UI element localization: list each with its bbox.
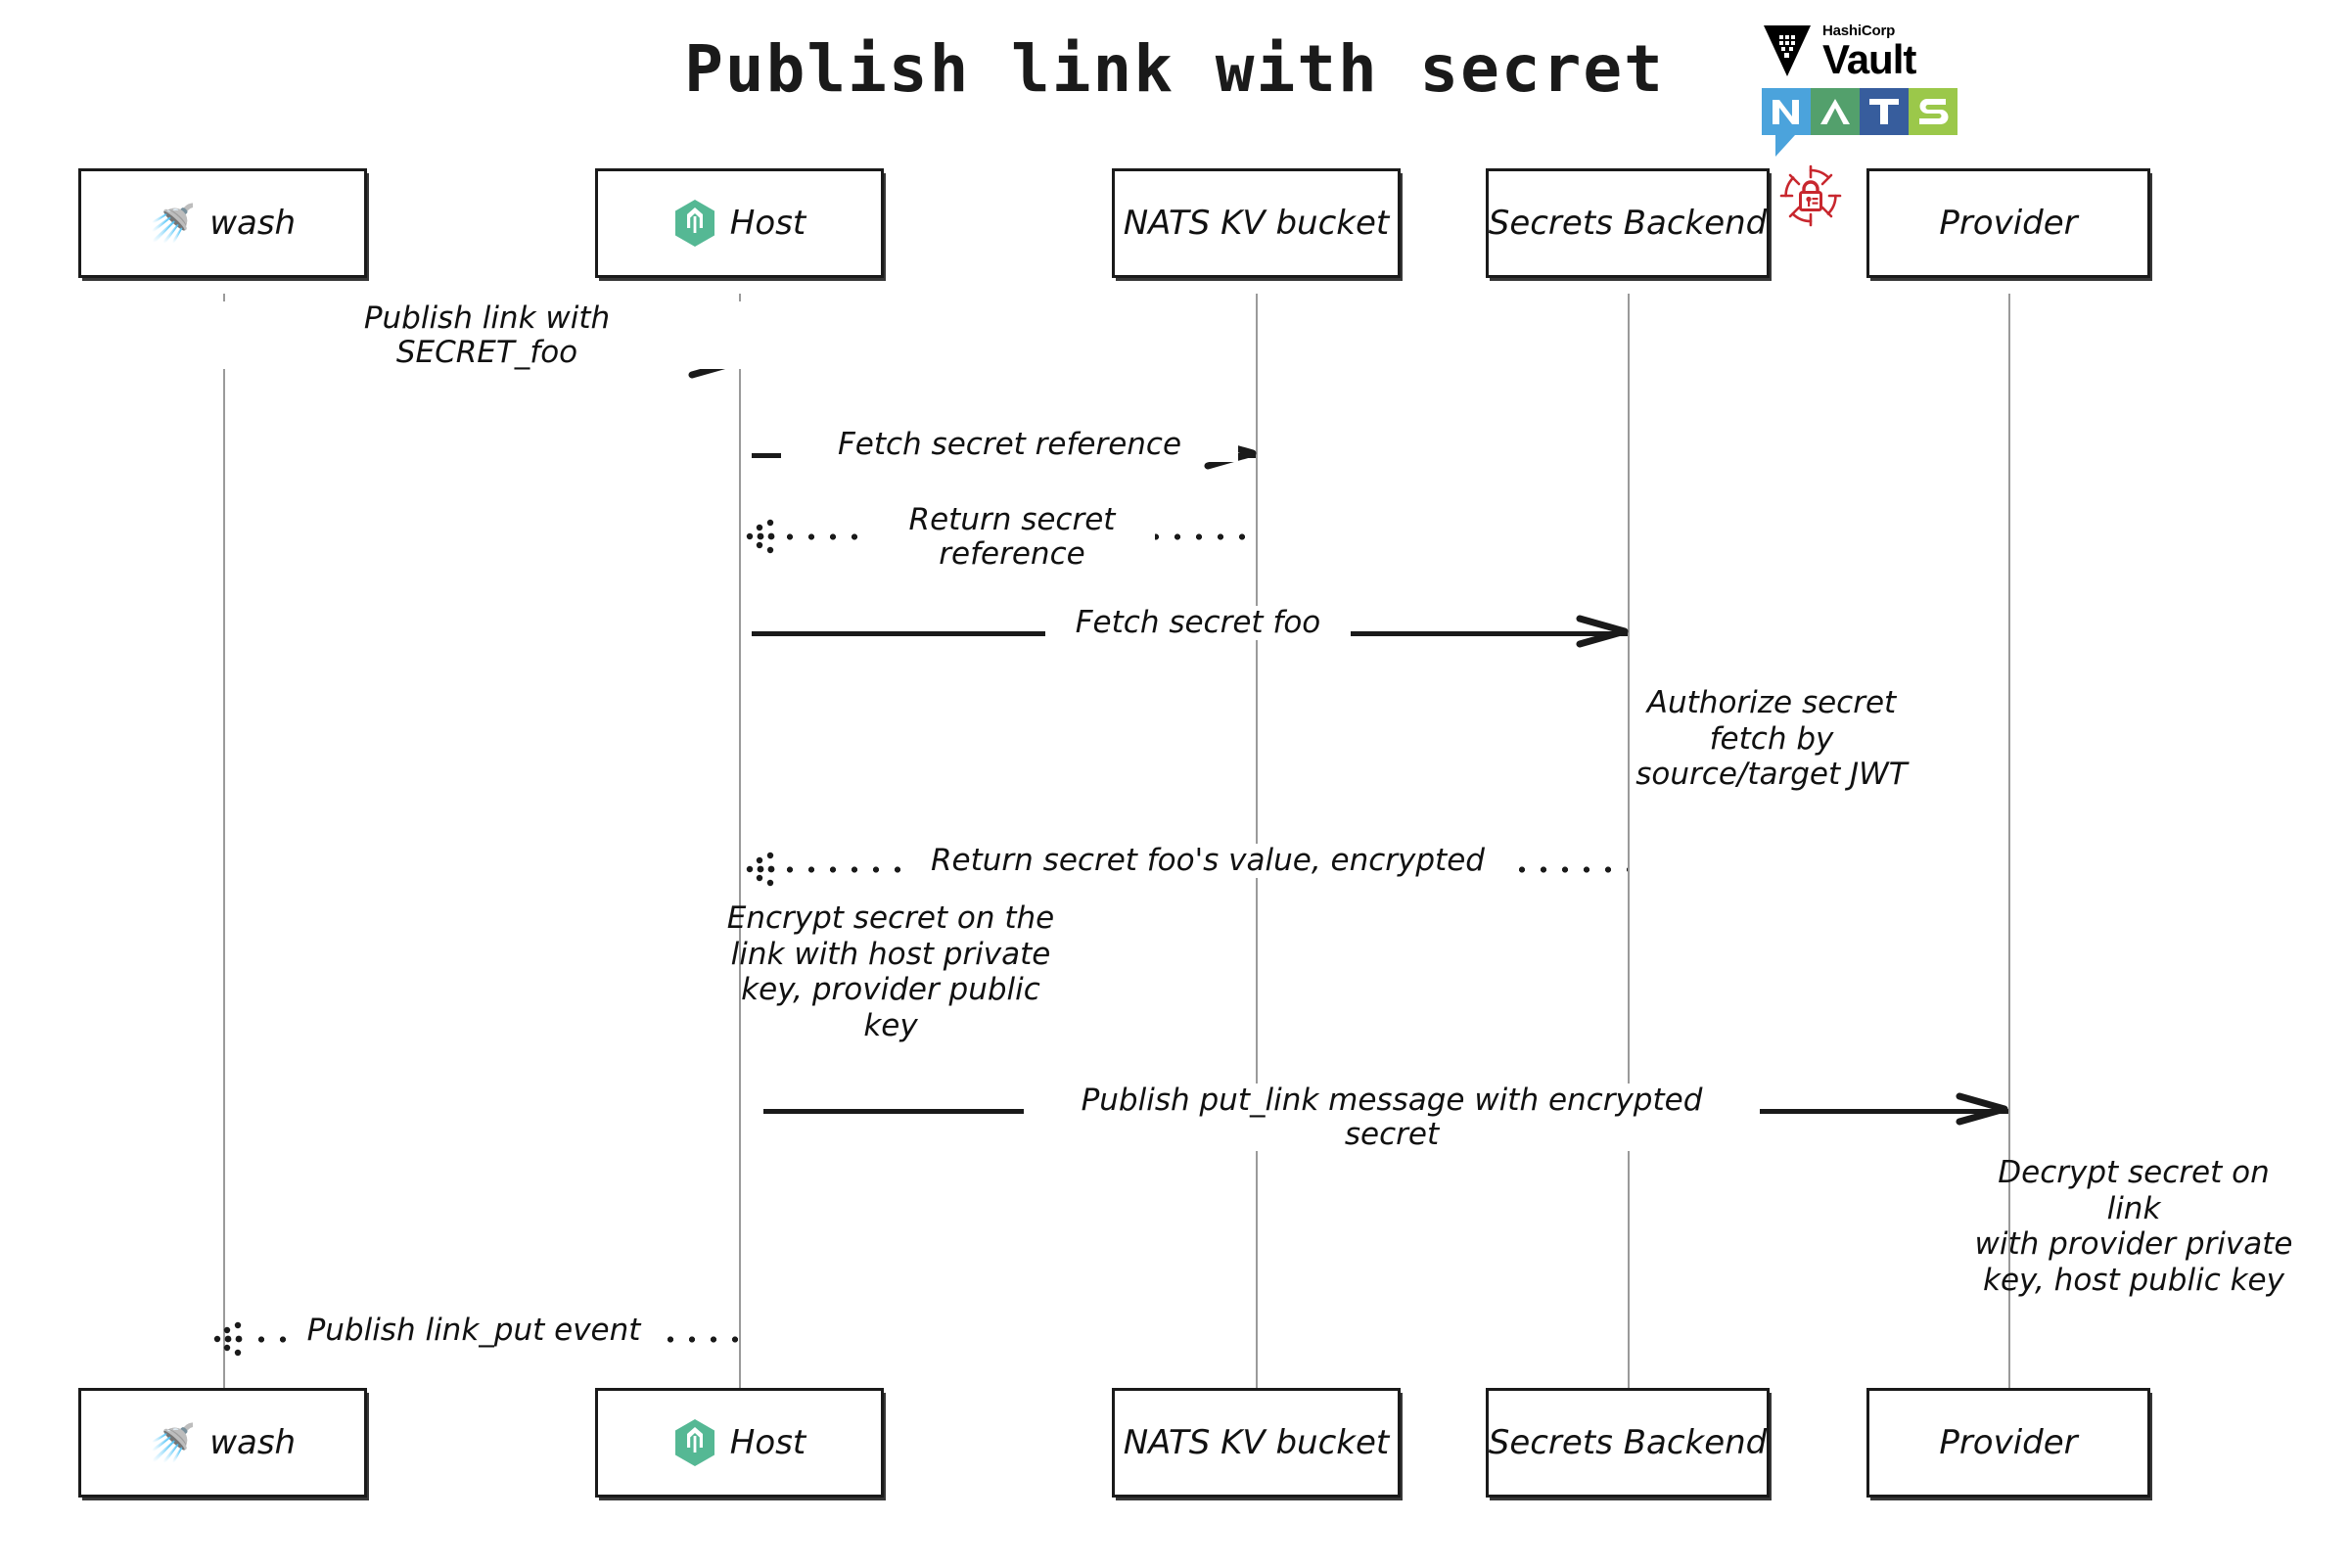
participant-label-host: Host <box>729 1423 806 1462</box>
message-label-publish-link-with-secret: Publish link with SECRET_foo <box>223 301 751 370</box>
shower-emoji: 🚿 <box>149 1421 197 1464</box>
participant-label-nats-kv: NATS KV bucket <box>1123 204 1390 243</box>
participant-box-wash-bottom[interactable]: 🚿 wash <box>78 1388 367 1498</box>
shower-emoji: 🚿 <box>149 202 197 245</box>
secure-lock-icon <box>1779 164 1842 227</box>
nats-letter-s <box>1909 88 1958 135</box>
vault-triangle-icon <box>1764 25 1811 76</box>
participant-box-host-top[interactable]: Host <box>595 168 884 278</box>
message-label-return-secret-reference: Return secret reference <box>869 503 1155 572</box>
vault-brand-text: HashiCorp <box>1822 23 1896 39</box>
note-encrypt-secret-on-link: Encrypt secret on the link with host pri… <box>726 900 1055 1043</box>
message-label-publish-put-link: Publish put_link message with encrypted … <box>1024 1084 1760 1152</box>
nats-logo <box>1762 88 1987 157</box>
arrowhead-left-dotted-icon <box>746 519 775 554</box>
note-decrypt-secret-on-link: Decrypt secret on link with provider pri… <box>1974 1155 2293 1298</box>
arrowhead-left-dotted-icon <box>213 1321 243 1357</box>
wasmcloud-hexagon-icon <box>674 1419 714 1466</box>
participant-box-provider-top[interactable]: Provider <box>1866 168 2150 278</box>
lifeline-secrets-backend <box>1628 294 1630 1388</box>
nats-letter-t <box>1860 88 1909 135</box>
lifeline-host <box>739 294 741 1388</box>
logo-stack: HashiCorp Vault <box>1762 22 1987 157</box>
participant-box-host-bottom[interactable]: Host <box>595 1388 884 1498</box>
participant-label-wash: wash <box>209 1423 297 1462</box>
participant-box-wash-top[interactable]: 🚿 wash <box>78 168 367 278</box>
participant-box-nats-kv-top[interactable]: NATS KV bucket <box>1112 168 1401 278</box>
participant-box-provider-bottom[interactable]: Provider <box>1866 1388 2150 1498</box>
participant-label-secrets-backend: Secrets Backend <box>1488 1423 1768 1462</box>
nats-letter-n <box>1762 88 1811 157</box>
lifeline-provider <box>2008 294 2010 1388</box>
wasmcloud-hexagon-icon <box>674 200 714 247</box>
arrowhead-right-icon <box>1576 615 1629 648</box>
participant-label-provider: Provider <box>1939 204 2078 243</box>
participant-label-host: Host <box>729 204 806 243</box>
vault-product-text: Vault <box>1822 36 1916 82</box>
lifeline-wash <box>223 294 225 1388</box>
arrowhead-right-icon <box>1956 1092 2008 1126</box>
message-label-return-secret-foo-value: Return secret foo's value, encrypted <box>908 844 1507 878</box>
note-authorize-secret-fetch: Authorize secret fetch by source/target … <box>1635 685 1908 793</box>
participant-label-secrets-backend: Secrets Backend <box>1488 204 1768 243</box>
vault-logo: HashiCorp Vault <box>1762 22 1987 82</box>
participant-label-nats-kv: NATS KV bucket <box>1123 1423 1390 1462</box>
lifeline-nats-kv <box>1256 294 1258 1388</box>
arrowhead-left-dotted-icon <box>746 852 775 887</box>
message-label-fetch-secret-foo: Fetch secret foo <box>1045 606 1351 640</box>
page-title: Publish link with secret <box>684 31 1665 107</box>
participant-box-nats-kv-bottom[interactable]: NATS KV bucket <box>1112 1388 1401 1498</box>
participant-box-secrets-backend-top[interactable]: Secrets Backend <box>1486 168 1770 278</box>
participant-box-secrets-backend-bottom[interactable]: Secrets Backend <box>1486 1388 1770 1498</box>
message-label-publish-link-put-event: Publish link_put event <box>292 1314 656 1348</box>
nats-letter-a <box>1811 88 1860 135</box>
participant-label-provider: Provider <box>1939 1423 2078 1462</box>
participant-label-wash: wash <box>209 204 297 243</box>
message-label-fetch-secret-reference: Fetch secret reference <box>781 428 1238 462</box>
